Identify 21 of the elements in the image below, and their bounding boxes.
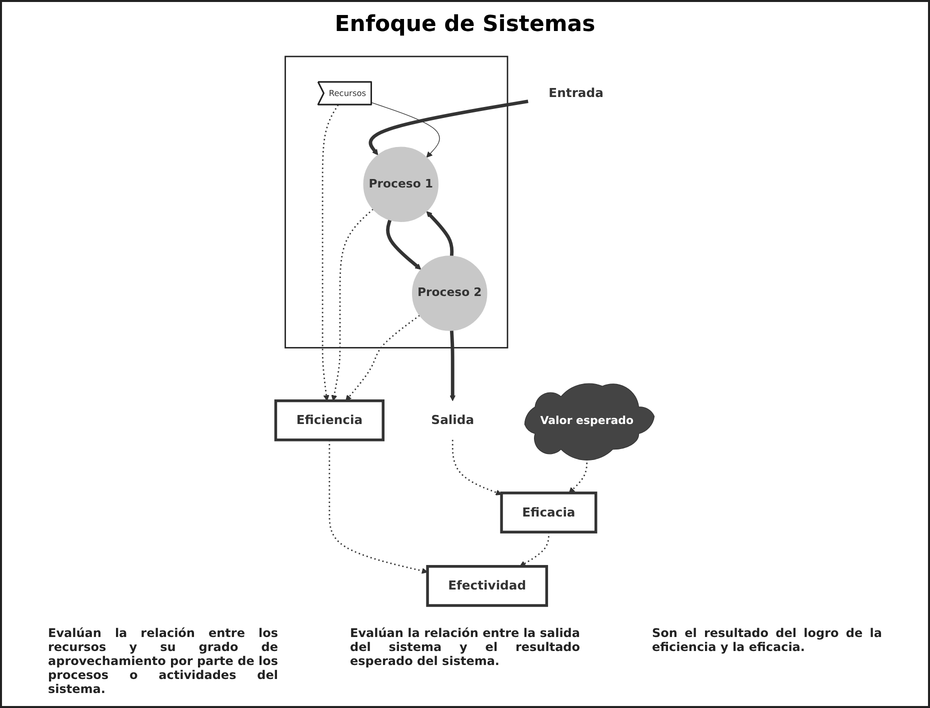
arrow xyxy=(368,99,528,155)
arrow xyxy=(371,102,440,158)
arrow xyxy=(426,210,454,256)
arrow xyxy=(386,219,422,270)
node-circle: Proceso 2 xyxy=(412,255,488,330)
node-box: Eficiencia xyxy=(274,398,384,441)
arrow xyxy=(322,104,339,401)
arrow xyxy=(331,208,374,401)
diagram-title: Enfoque de Sistemas xyxy=(334,12,596,37)
note-text: Son el resultado del logro de la eficiencia y la eficacia. xyxy=(652,626,882,656)
arrow xyxy=(346,314,420,401)
note-text: Evalúan la relación entre los recursos y su grado de aprovechamiento por parte de los procesos o actividades del sistema. xyxy=(48,626,278,696)
node-box: Eficacia xyxy=(500,491,598,533)
node-box: Efectividad xyxy=(426,564,548,606)
node-text: Salida xyxy=(431,412,474,428)
node-text: Entrada xyxy=(548,86,604,100)
node-circle: Proceso 1 xyxy=(363,146,438,222)
arrow xyxy=(450,330,456,401)
arrow xyxy=(452,439,502,495)
note-text: Evalúan la relación entre la salida del sistema y el resultado esperado del sistema. xyxy=(350,626,580,670)
cluster xyxy=(284,55,508,348)
